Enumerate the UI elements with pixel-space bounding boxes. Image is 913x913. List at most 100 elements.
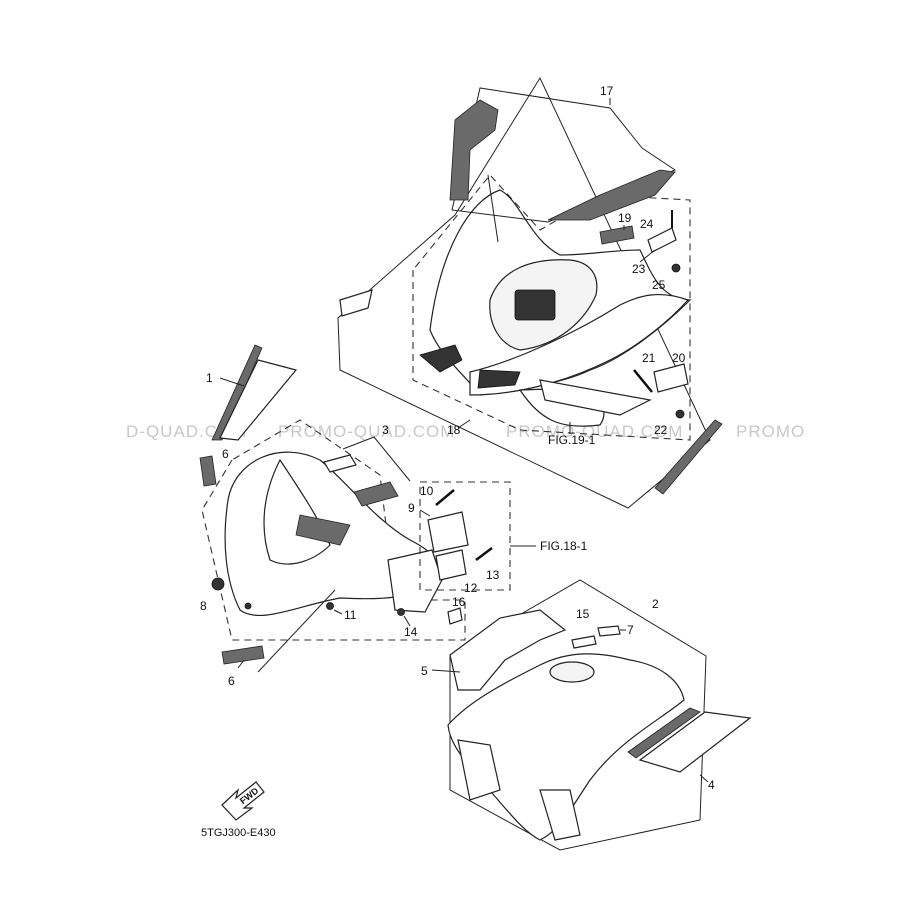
callout-3: 3: [382, 423, 389, 437]
front-fender-vent: [295, 514, 351, 546]
rear-left-tab: [339, 289, 373, 317]
side-cover-assembly: 5 4 15 7 16 2: [421, 579, 752, 851]
leader-6-long: [257, 589, 336, 673]
panel-9: [427, 511, 469, 553]
front-fender-assembly: 3 6 6 8 11 14: [199, 419, 466, 688]
emblem-6: [221, 645, 265, 665]
clip-16: [447, 607, 463, 625]
screw-13: [475, 547, 493, 561]
label-5-front: [199, 455, 217, 487]
rear-side-decal: [654, 419, 723, 495]
front-fender-bolt: [244, 602, 252, 610]
leader-9: [419, 509, 431, 517]
callout-13: 13: [486, 568, 500, 582]
callout-11: 11: [344, 608, 357, 622]
callout-15: 15: [576, 607, 590, 621]
nut-11: [326, 602, 334, 610]
callout-10: 10: [420, 484, 434, 498]
plate-23: [647, 227, 677, 253]
callout-9: 9: [408, 501, 415, 515]
fig-18-1-label: FIG.18-1: [540, 539, 588, 553]
callout-24: 24: [640, 217, 654, 231]
decal-4-body: [638, 711, 752, 773]
plate-20: [653, 363, 689, 393]
fig-19-1-dashed-outline: [412, 174, 691, 441]
fig-18-1-dashed-box: [419, 481, 511, 591]
callout-12: 12: [464, 581, 478, 595]
rear-small-parts: 19 23 24 25 20 21 22: [599, 210, 689, 437]
callout-23: 23: [632, 262, 646, 276]
diagram-code: 5TGJ300-E430: [201, 827, 276, 839]
nut-25: [671, 263, 681, 273]
callout-20: 20: [672, 351, 686, 365]
leader-17-down: [487, 174, 499, 243]
front-decal-1: 1: [206, 344, 298, 441]
screw-21: [633, 369, 653, 393]
fwd-arrow-icon: [221, 781, 265, 821]
callout-2: 2: [652, 597, 659, 611]
decal-5: [449, 609, 567, 691]
side-panel-front-leg: [457, 739, 501, 801]
decal-3a: [323, 454, 357, 473]
callout-14: 14: [404, 625, 418, 639]
rear-lower-panel: [539, 379, 652, 416]
leader-6: [237, 659, 245, 669]
battery-box: [514, 289, 556, 321]
fig-19-1-label: FIG.19-1: [548, 433, 596, 447]
callout-17: 17: [600, 84, 614, 98]
leader-14: [403, 615, 411, 627]
front-fender-dashed-outline: [201, 419, 466, 641]
label-15: [571, 635, 597, 649]
callout-1: 1: [206, 371, 213, 385]
callout-8: 8: [200, 599, 207, 613]
decal-1-stripe: [211, 344, 263, 441]
rear-fender-assembly: 18 FIG.19-1: [337, 76, 723, 509]
watermark-center-left: PROMO-QUAD.COM: [278, 422, 455, 441]
decal-17-right-strip: [547, 169, 676, 221]
decal-3b: [353, 481, 399, 507]
leader-1: [219, 377, 245, 387]
decal-17-left-strip: [449, 99, 499, 201]
callout-25: 25: [652, 278, 666, 292]
callout-5-front: 6: [222, 447, 229, 461]
callout-19: 19: [618, 211, 632, 225]
callout-18: 18: [447, 423, 461, 437]
callout-16: 16: [452, 595, 466, 609]
leader-18: [457, 419, 471, 429]
front-fender-side-panel: [387, 549, 443, 613]
leader-11: [333, 609, 343, 615]
callout-21: 21: [642, 351, 656, 365]
rear-decal-17: 17: [449, 84, 677, 243]
panel-12: [435, 549, 467, 581]
nut-14: [397, 608, 405, 616]
rear-bracket-left: [419, 344, 463, 373]
side-cover-outline: [449, 579, 707, 851]
decal-4-stripe: [627, 707, 701, 759]
leader-23: [639, 249, 656, 263]
watermark-center-right: PROMO-QUAD.COM: [506, 422, 683, 441]
watermark: D-QUAD.COM PROMO-QUAD.COM PROMO-QUAD.COM…: [126, 422, 805, 441]
nut-22: [675, 409, 685, 419]
callout-6: 6: [228, 674, 235, 688]
leader-4: [699, 774, 709, 783]
callout-5: 5: [421, 664, 428, 678]
fwd-arrow: FWD: [221, 781, 265, 821]
watermark-right: PROMO: [736, 422, 805, 441]
callout-7: 7: [627, 623, 634, 637]
label-7: [597, 625, 621, 637]
leader-3: [342, 436, 411, 482]
decal-1-body: [219, 359, 298, 441]
screw-10: [435, 489, 455, 506]
side-panel-rear-leg: [539, 789, 581, 841]
callout-22: 22: [654, 423, 668, 437]
rear-fender-outline: [337, 76, 711, 509]
decal-17-outline: [451, 87, 677, 223]
fig-18-1-subassembly: 9 10 12 13 FIG.18-1: [408, 481, 588, 595]
leader-5: [431, 669, 461, 673]
callout-4: 4: [708, 778, 715, 792]
emblem-19: [599, 225, 635, 245]
fuel-cap-recess: [549, 661, 595, 683]
rear-bracket-right: [477, 369, 521, 389]
